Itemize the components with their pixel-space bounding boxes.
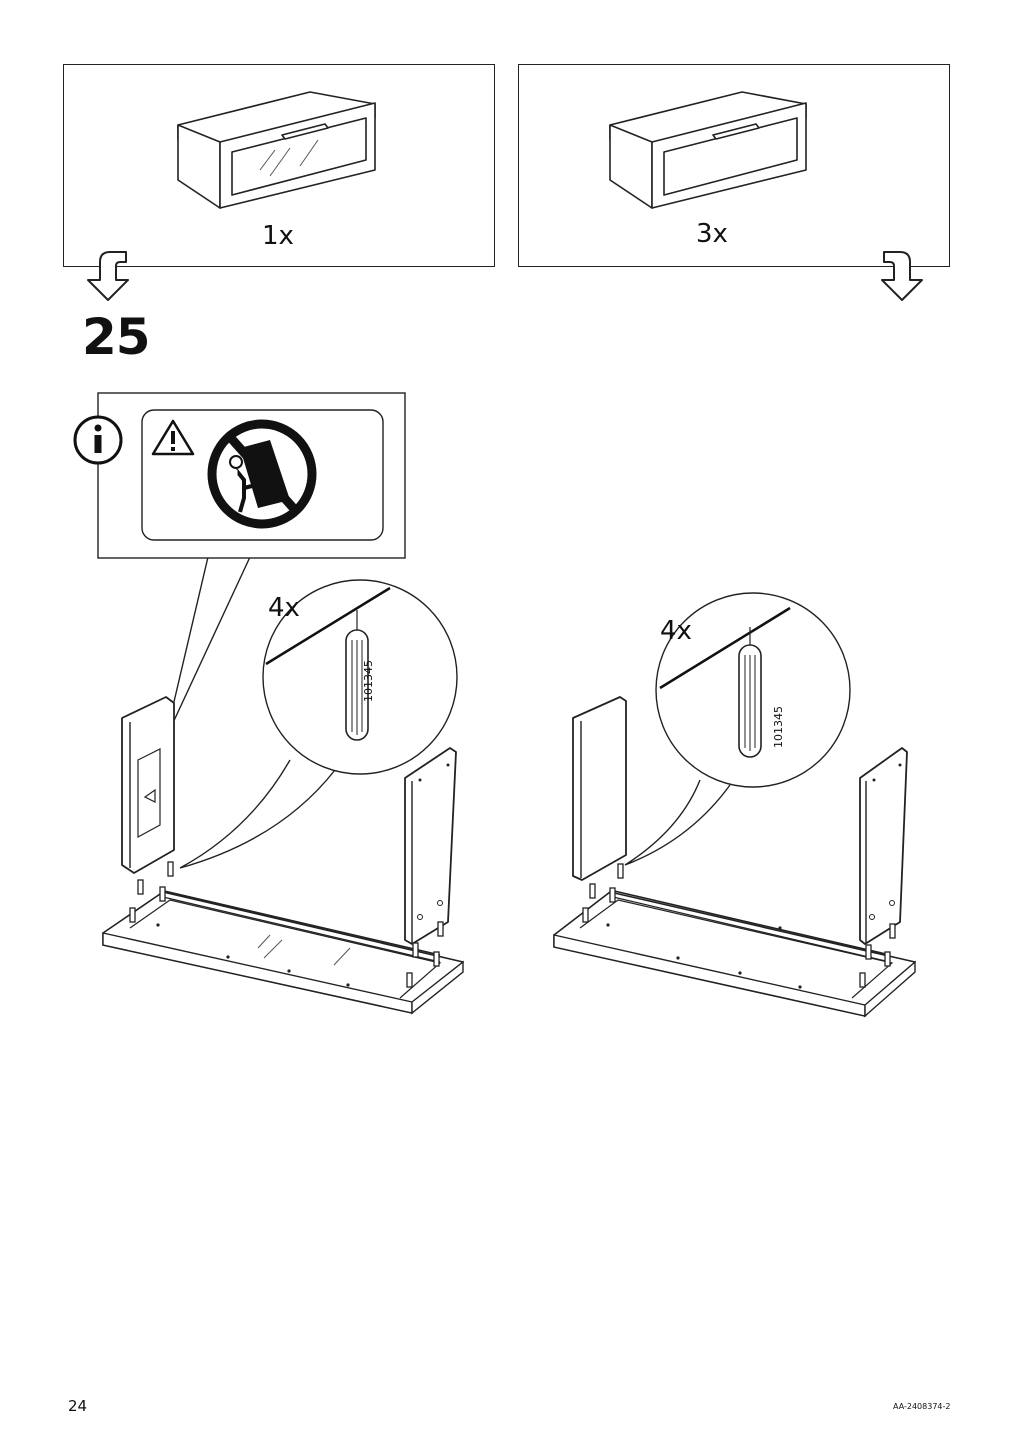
step-number: 25 (82, 308, 151, 366)
option-right-quantity: 3x (696, 219, 728, 249)
document-code: AA-2408374-2 (893, 1402, 951, 1411)
page-number: 24 (68, 1397, 88, 1415)
left-dowel-quantity: 4x (268, 593, 300, 623)
option-left-quantity: 1x (262, 221, 294, 251)
right-part-number: 101345 (772, 706, 785, 748)
right-dowel-quantity: 4x (660, 616, 692, 646)
